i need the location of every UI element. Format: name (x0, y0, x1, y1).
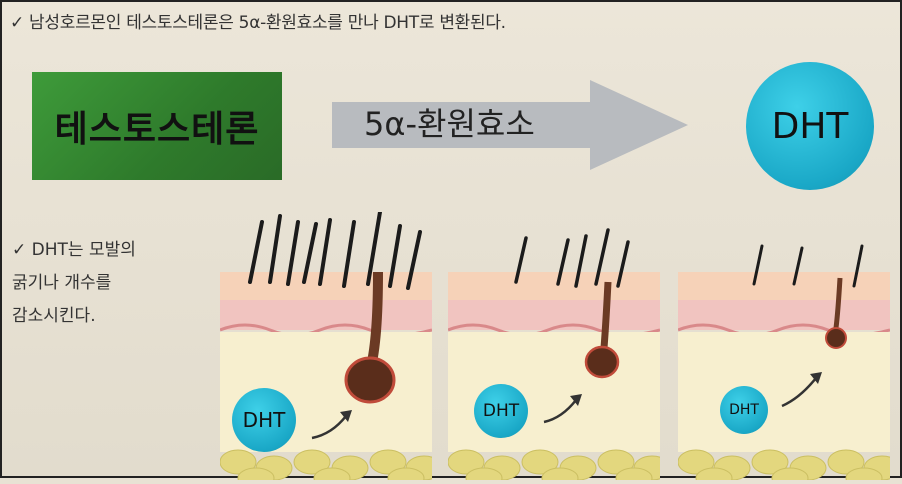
skin-cross-section-2 (447, 228, 671, 484)
testosterone-label: 테스토스테론 (54, 109, 260, 150)
dht-label-small-3: DHT (729, 402, 759, 418)
testosterone-box: 테스토스테론 (32, 72, 282, 180)
skin-panel-2: DHT (447, 212, 671, 484)
enzyme-label: 5α-환원효소 (364, 105, 535, 143)
side-caption: ✓ DHT는 모발의 굵기나 개수를 감소시킨다. (12, 234, 212, 333)
top-caption: ✓ 남성호르몬인 테스토스테론은 5α-환원효소를 만나 DHT로 변환된다. (10, 13, 506, 33)
dht-label-small-1: DHT (242, 408, 286, 432)
skin-panel-3: DHT (677, 212, 901, 484)
skin-cross-section-1 (219, 210, 443, 484)
dht-circle-small-2: DHT (474, 384, 528, 438)
dht-label-small-2: DHT (482, 401, 520, 421)
dht-circle-small-3: DHT (720, 386, 768, 434)
dht-label: DHT (771, 105, 849, 147)
dht-circle-small-1: DHT (232, 388, 296, 452)
side-caption-line-3: 감소시킨다. (12, 306, 96, 326)
dht-circle: DHT (746, 62, 874, 190)
side-caption-line-2: 굵기나 개수를 (12, 273, 112, 293)
skin-panel-1: DHT (219, 210, 443, 484)
conversion-arrow (332, 80, 688, 170)
skin-cross-section-3 (677, 244, 901, 484)
side-caption-line-1: ✓ DHT는 모발의 (12, 240, 136, 260)
